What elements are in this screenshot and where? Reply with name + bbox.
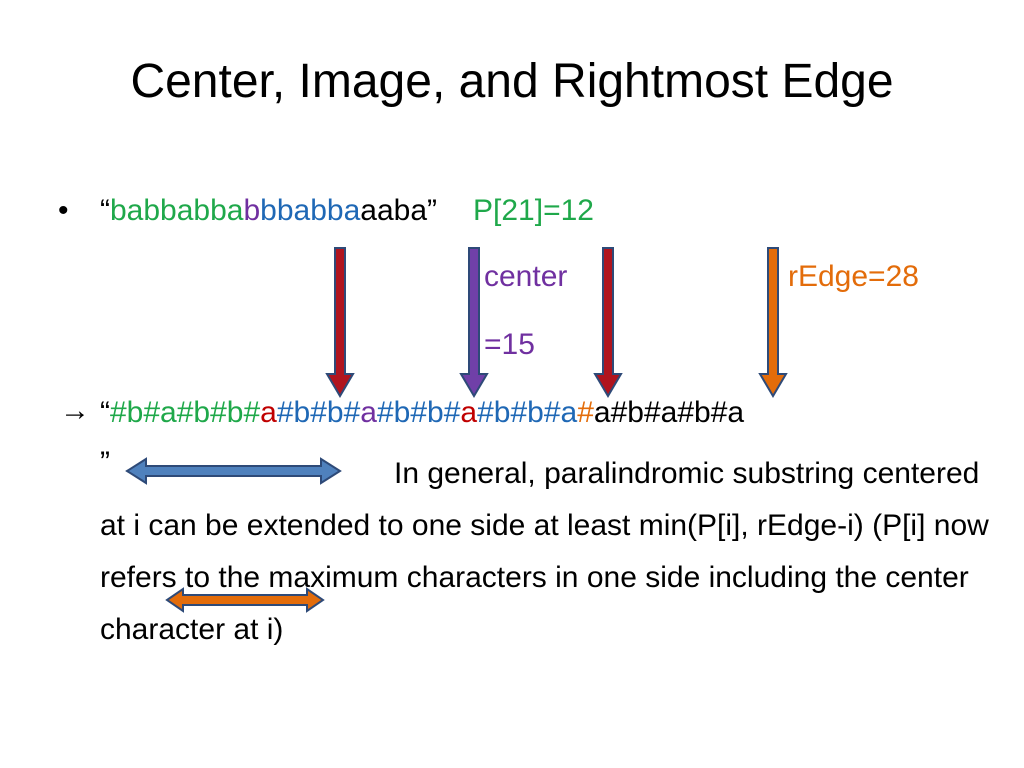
open-quote: “	[100, 194, 110, 227]
transformed-seg-8: a	[560, 396, 578, 429]
transformed-seg-2: a	[260, 396, 277, 429]
down-arrow-orange-icon	[758, 247, 788, 398]
transformed-string-line: “#b#a#b#b#a#b#b#a#b#b#a#b#b#a#a#b#a#b#a	[100, 398, 744, 428]
transformed-seg-9: #	[577, 396, 594, 429]
down-arrow-red-1-icon	[325, 247, 355, 398]
p-value-label: P[21]=12	[473, 194, 594, 227]
transformed-seg-7: #b#b#	[477, 396, 561, 429]
close-quote-line: ”	[100, 446, 110, 479]
transformed-seg-3: #b#b#	[276, 396, 361, 429]
center-value: =15	[484, 328, 535, 361]
bullet-dot: •	[58, 194, 69, 227]
transformed-seg-5: #b#b#	[376, 396, 461, 429]
string-segment-green: babbabba	[110, 194, 244, 227]
string-segment-purple: b	[243, 194, 261, 227]
explanation-paragraph: In general, paralindromic substring cent…	[100, 457, 989, 646]
close-quote: ”	[427, 194, 438, 227]
transformed-seg-6: a	[460, 396, 478, 429]
slide-title: Center, Image, and Rightmost Edge	[130, 55, 894, 108]
original-string-line: “babbabbabbbabbaaaba” P[21]=12	[100, 196, 594, 226]
string-segment-blue: bbabba	[260, 194, 361, 227]
down-arrow-red-2-icon	[593, 247, 623, 398]
transformed-seg-1: #b#a#b#b#	[110, 396, 261, 429]
open-quote-2: “	[100, 396, 110, 429]
transformed-seg-10: a#b#a#b#a	[593, 396, 745, 429]
center-label: center	[484, 260, 568, 293]
redge-label: rEdge=28	[788, 260, 919, 293]
string-segment-black: aaba	[360, 194, 428, 227]
right-arrow-icon: →	[60, 394, 90, 427]
transformed-seg-4: a	[360, 396, 377, 429]
